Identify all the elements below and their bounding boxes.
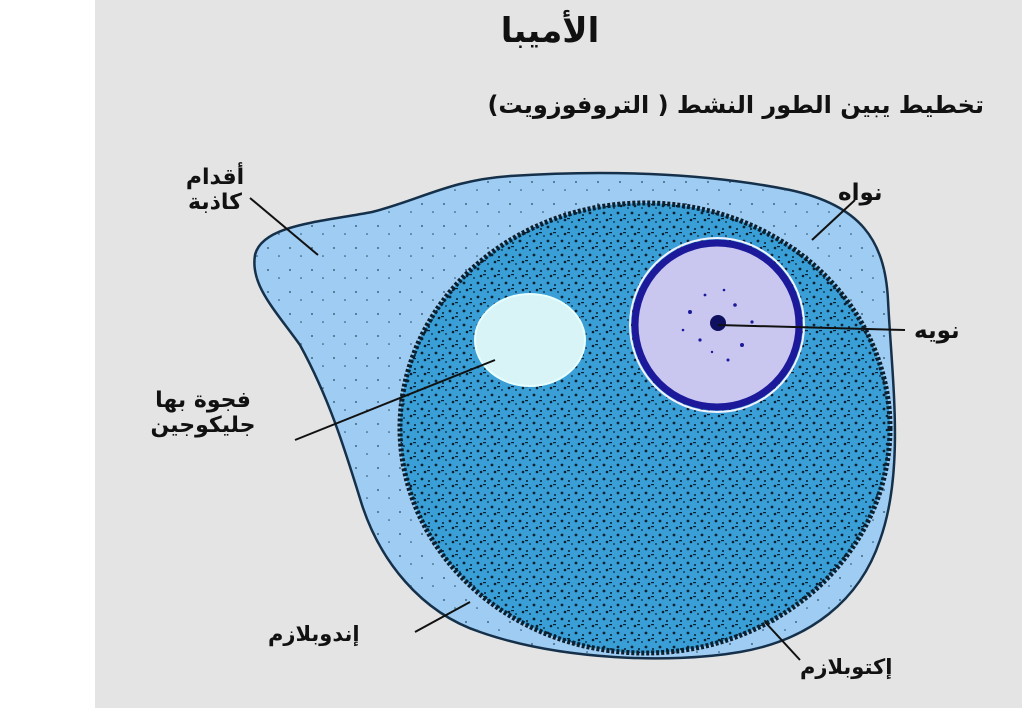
label-pseudopodia: أقدام كاذبة (160, 165, 270, 216)
nucleolus (710, 315, 726, 331)
label-ectoplasm: إكتوبلازم (800, 655, 892, 679)
label-glycogen-vacuole: فجوة بها جليكوجين (118, 388, 288, 439)
diagram-title: الأميبا (470, 12, 630, 51)
diagram-subtitle: تخطيط يبين الطور النشط ( التروفوزويت) (344, 92, 984, 120)
label-nucleus: نواه (838, 180, 883, 206)
label-nucleolus: نويه (914, 318, 960, 344)
label-endoplasm: إندوبلازم (268, 622, 360, 646)
glycogen-vacuole (475, 294, 585, 386)
